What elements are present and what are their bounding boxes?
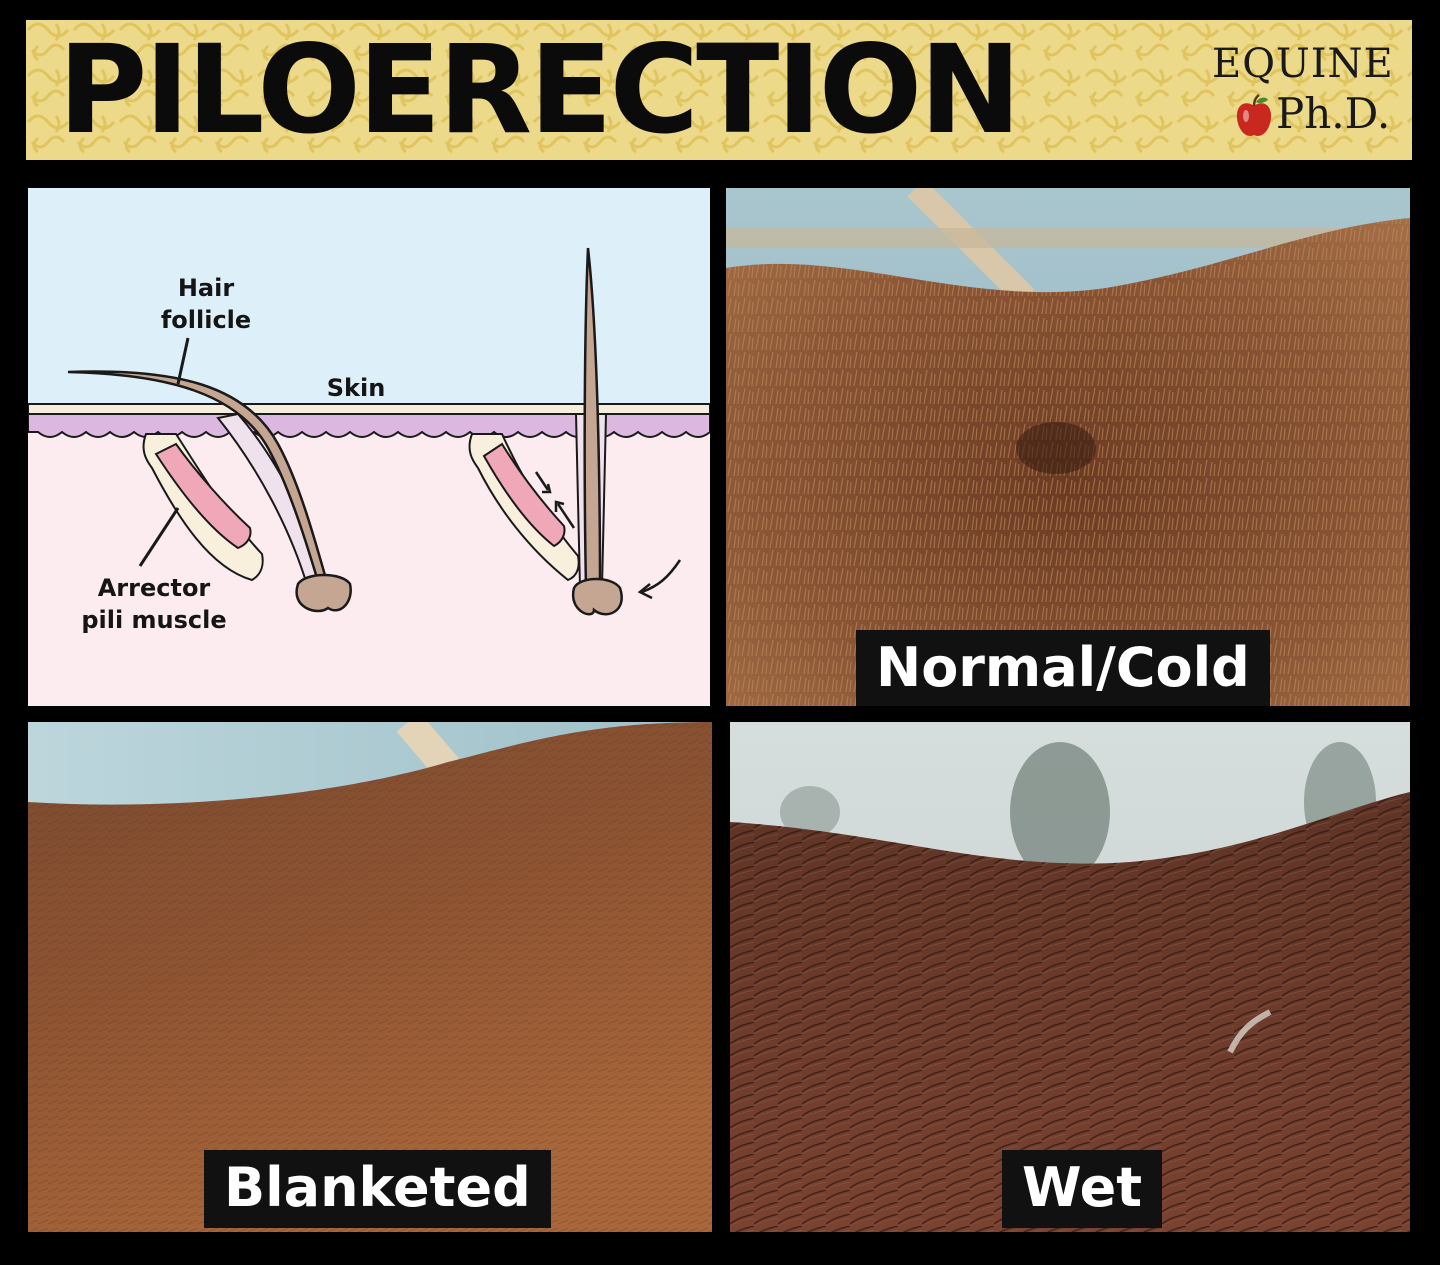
hair-follicle-label: Hair follicle — [146, 272, 266, 336]
hair-follicle-diagram: Hair follicle Skin Arrector pili muscle — [28, 188, 710, 706]
logo-line1: EQUINE — [1212, 41, 1394, 87]
coat-photo-raised — [726, 188, 1410, 706]
follicle-illustration — [28, 188, 710, 706]
arrector-label-line2: pili muscle — [81, 606, 227, 634]
photo-blanketed: Blanketed — [28, 722, 712, 1232]
hair-follicle-label-line1: Hair — [177, 274, 235, 302]
header-banner: PILOERECTION EQUINE Ph.D. — [26, 20, 1412, 160]
coat-photo-wet — [730, 722, 1410, 1232]
wet-label: Wet — [1002, 1150, 1163, 1228]
apple-icon — [1236, 94, 1272, 136]
coat-photo-smooth — [28, 722, 712, 1232]
skin-label: Skin — [326, 374, 386, 402]
photo-normal-cold: Normal/Cold — [726, 188, 1410, 706]
normal-cold-label: Normal/Cold — [856, 630, 1270, 706]
page-title: PILOERECTION — [58, 20, 1021, 160]
photo-wet: Wet — [730, 722, 1410, 1232]
banner-pattern — [26, 20, 1412, 160]
arrector-pili-label: Arrector pili muscle — [64, 572, 244, 636]
equine-phd-logo: EQUINE Ph.D. — [1196, 42, 1401, 152]
arrector-label-line1: Arrector — [97, 574, 211, 602]
blanketed-label: Blanketed — [204, 1150, 551, 1228]
hair-follicle-label-line2: follicle — [160, 306, 252, 334]
logo-line2: Ph.D. — [1276, 89, 1391, 138]
